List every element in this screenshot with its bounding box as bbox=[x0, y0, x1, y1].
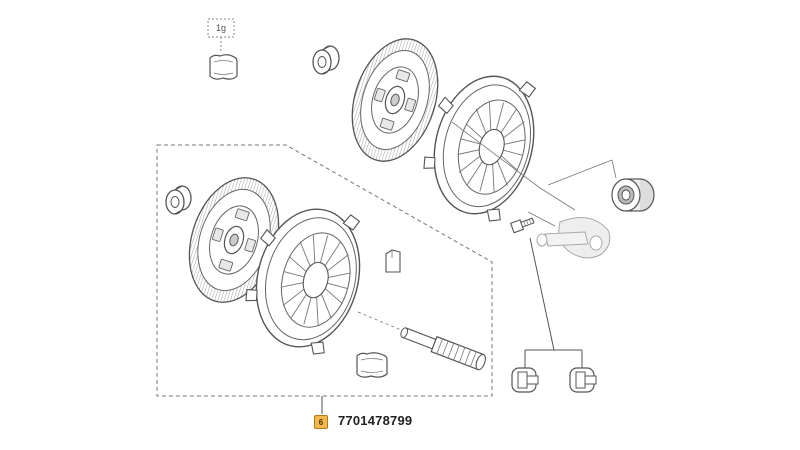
bolt-icon bbox=[509, 217, 535, 234]
bolt-variant-icon bbox=[511, 367, 539, 393]
bolt-variant-icon bbox=[569, 367, 597, 393]
washer-icon bbox=[312, 45, 340, 75]
small-bag-icon bbox=[385, 249, 401, 273]
clutch-disc-icon bbox=[351, 38, 439, 162]
alignment-tool-leader bbox=[357, 311, 407, 333]
release-fork-icon bbox=[536, 217, 611, 259]
washer-icon bbox=[165, 185, 192, 215]
alignment-tool-icon bbox=[400, 327, 487, 371]
release-bearing-icon bbox=[611, 178, 655, 212]
quantity-box bbox=[207, 18, 235, 52]
bolt-variant-leader bbox=[524, 237, 583, 368]
grease-sachet-icon bbox=[356, 352, 388, 378]
grease-sachet-icon bbox=[209, 54, 238, 80]
pressure-plate-icon bbox=[423, 75, 537, 222]
kit-part-number[interactable]: 7701478799 bbox=[338, 413, 413, 428]
kit-boundary bbox=[156, 144, 493, 397]
pressure-plate-icon bbox=[245, 208, 361, 355]
leader-lines bbox=[451, 121, 617, 227]
quantity-label: 1g bbox=[215, 23, 226, 33]
kit-reference-marker[interactable]: 6 bbox=[314, 415, 328, 429]
